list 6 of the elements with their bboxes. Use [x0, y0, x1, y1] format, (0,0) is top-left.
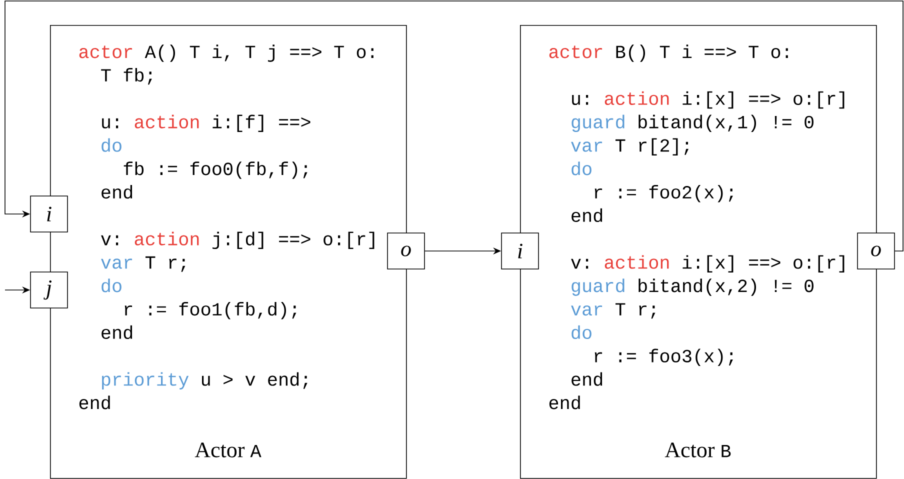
arrow — [4, 0, 904, 252]
port-box: i — [30, 196, 68, 232]
port-box: i — [501, 232, 539, 270]
port-box: o — [387, 232, 425, 270]
port-box: j — [30, 272, 68, 308]
port-box: o — [857, 232, 895, 270]
